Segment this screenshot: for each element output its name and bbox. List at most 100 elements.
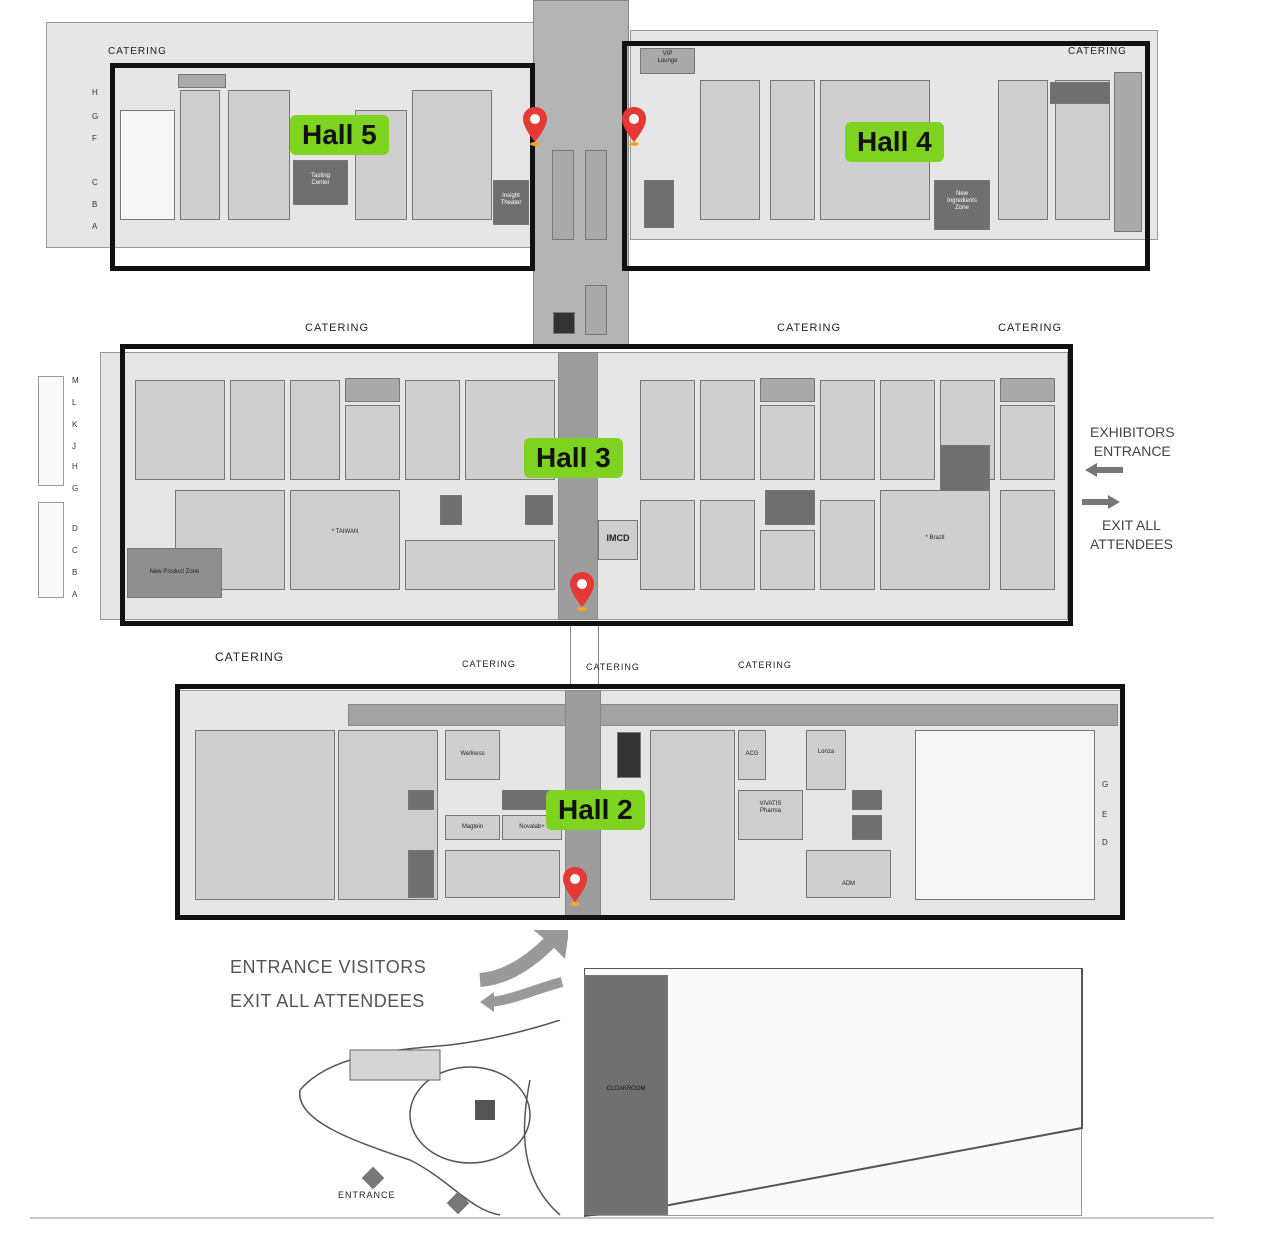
novalab-label: Novalab+ [519, 824, 545, 830]
catering-label: CATERING [777, 322, 842, 334]
catering-label: CATERING [108, 46, 167, 57]
adm-label: ADM [841, 881, 856, 887]
vip-lounge-label: VIP Lounge [657, 51, 678, 64]
hall3-booths [880, 380, 935, 480]
hall2-booths [445, 850, 560, 898]
insight-theater: Insight Theater [493, 180, 529, 225]
row-letter: A [92, 222, 98, 231]
row-letter: K [72, 420, 78, 429]
row-letter: M [72, 376, 79, 385]
row-letter: D [1102, 838, 1108, 847]
hall3-booths [345, 378, 400, 402]
entrance-visitors-sign: ENTRANCE VISITORS [230, 957, 427, 977]
hall4-side-block [1114, 72, 1142, 232]
hall2-booths: ViVATIS Pharma [738, 790, 803, 840]
catering-label: CATERING [215, 650, 285, 664]
arrow-right-icon [1082, 495, 1120, 509]
hall3-booths [1000, 378, 1055, 402]
wellness-label: Wellness [460, 751, 485, 757]
cloakroom-label: CLOAKROOM [606, 1086, 646, 1092]
hall2-top-strip [348, 704, 1118, 726]
hall5-booths [178, 74, 226, 88]
magtein-label: Magtein [461, 824, 484, 830]
map-pin-icon[interactable] [522, 106, 548, 146]
corridor-block [553, 312, 575, 334]
hall3-booths: IMCD [598, 520, 638, 560]
hall3-dark-booth [440, 495, 462, 525]
hall2-booths: ADM [806, 850, 891, 898]
hall2-booths: Lonza [806, 730, 846, 790]
imcd-label: IMCD [606, 533, 630, 543]
hall4-booths [700, 80, 760, 220]
hall3-booths [760, 530, 815, 590]
catering-label: CATERING [738, 660, 792, 670]
hall3-booths [345, 405, 400, 480]
lower-building-outline [584, 968, 1083, 1218]
map-pin-icon[interactable] [569, 571, 595, 611]
corridor-block [585, 150, 607, 240]
hall5-booths [180, 90, 220, 220]
hall3-booths [405, 380, 460, 480]
hall3-booths: * Brazil [880, 490, 990, 590]
hall3-booths [640, 500, 695, 590]
hall5-frame [110, 63, 535, 271]
hall5-booths [228, 90, 290, 220]
hall2-dark-booth [617, 732, 641, 778]
row-letter: B [92, 200, 98, 209]
row-letter: L [72, 398, 77, 407]
taiwan-label: * TAIWAN [331, 529, 359, 535]
hall3-booths [700, 380, 755, 480]
new-product-zone-label: New Product Zone [149, 569, 200, 575]
hall4-label: Hall 4 [845, 122, 944, 162]
connector-line [598, 626, 599, 686]
hall4-dark-booth [644, 180, 674, 228]
hall3-booths [760, 378, 815, 402]
hall3-booths [1000, 405, 1055, 480]
map-pin-icon[interactable] [621, 106, 647, 146]
central-corridor [533, 0, 629, 345]
hall3-booths [230, 380, 285, 480]
catering-label: CATERING [462, 659, 516, 669]
hall2-label: Hall 2 [546, 790, 645, 830]
row-letter: D [72, 524, 78, 533]
hall2-booths [915, 730, 1095, 900]
vip-lounge: VIP Lounge [640, 48, 695, 74]
hall3-booths [820, 500, 875, 590]
hall3-booths [760, 405, 815, 480]
hall3-dark-booth [525, 495, 553, 525]
catering-label: CATERING [1068, 46, 1127, 57]
hall3-booths [640, 380, 695, 480]
acg-label: ACG [745, 751, 759, 757]
side-block [38, 376, 64, 486]
hall2-booths: ACG [738, 730, 766, 780]
hall3-booths [405, 540, 555, 590]
brazil-label: * Brazil [925, 535, 945, 541]
hall2-dark-booth [408, 790, 434, 810]
lonza-label: Lonza [817, 749, 835, 755]
connector-line [570, 626, 571, 686]
row-letter: H [92, 88, 98, 97]
row-letter: H [72, 462, 78, 471]
row-letter: E [1102, 810, 1108, 819]
vivatis-label: ViVATIS Pharma [759, 801, 782, 814]
cloakroom: CLOAKROOM [584, 975, 668, 1215]
exhibitors-entrance-sign: EXHIBITORS ENTRANCE [1090, 424, 1175, 459]
hall2-booths: Magtein [445, 815, 500, 840]
catering-label: CATERING [305, 322, 370, 334]
hall3-booths: * TAIWAN [290, 490, 400, 590]
row-letter: G [92, 112, 99, 121]
hall2-booths: Wellness [445, 730, 500, 780]
catering-label: CATERING [586, 662, 640, 672]
hall4-dark-booth [1050, 82, 1110, 104]
map-pin-icon[interactable] [562, 866, 588, 906]
row-letter: G [72, 484, 79, 493]
hall3-booths [820, 380, 875, 480]
hall3-booths [135, 380, 225, 480]
bottom-divider [30, 1217, 1214, 1219]
row-letter: C [72, 546, 78, 555]
corridor-block [552, 150, 574, 240]
corridor-block [585, 285, 607, 335]
hall4-booths [770, 80, 815, 220]
row-letter: C [92, 178, 98, 187]
hall2-booths [650, 730, 735, 900]
